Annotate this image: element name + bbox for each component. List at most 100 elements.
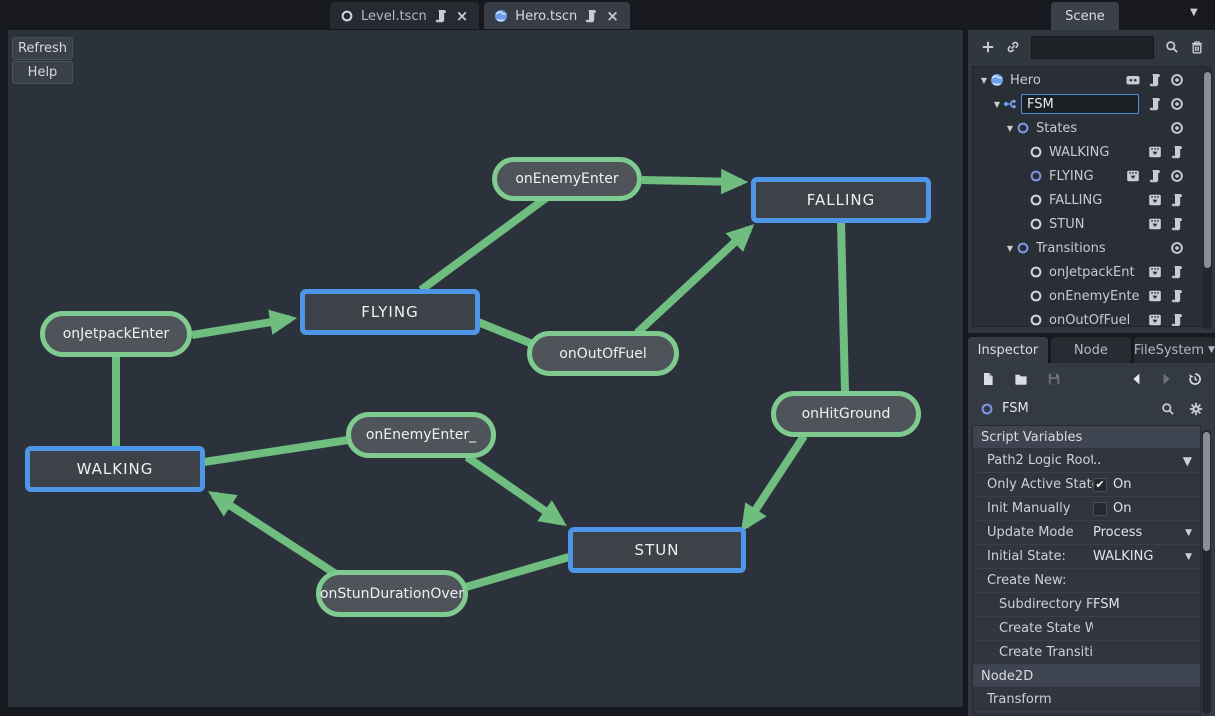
history-forward-icon[interactable]	[1159, 372, 1173, 386]
node-node-icon	[1029, 217, 1043, 231]
collapse-arrow-icon[interactable]: ▼	[993, 99, 1001, 109]
tab-filesystem[interactable]: FileSystem▼	[1133, 337, 1215, 363]
checkbox-checked[interactable]: ✔	[1093, 477, 1107, 492]
node-node-icon	[1029, 289, 1043, 303]
load-resource-icon[interactable]	[1014, 372, 1028, 386]
inspector-scrollbar[interactable]	[1202, 430, 1211, 714]
add-node-icon[interactable]	[981, 40, 995, 54]
save-resource-icon[interactable]	[1047, 372, 1061, 386]
script-icon[interactable]	[1170, 313, 1184, 326]
scrollbar-thumb[interactable]	[1203, 432, 1210, 551]
property-label: Update Mode	[987, 525, 1074, 540]
close-icon[interactable]: ×	[606, 7, 619, 25]
scene-tree-row-fsm[interactable]: ▼	[973, 92, 1210, 116]
section-header-script-variables[interactable]: Script Variables	[973, 426, 1200, 449]
clapper-icon[interactable]	[1148, 289, 1162, 303]
tab-scene[interactable]: Scene	[1051, 2, 1119, 30]
edge-STUN-to-onStunDurationOver	[464, 553, 571, 591]
scene-tree-row-states[interactable]: ▼States	[973, 116, 1210, 140]
tab-inspector[interactable]: Inspector	[968, 337, 1048, 363]
dropdown-arrow-icon[interactable]: ▼	[1185, 527, 1192, 538]
panel-menu-icon[interactable]: ▼	[1190, 7, 1198, 18]
scene-tab-level-tscn[interactable]: Level.tscn×	[330, 2, 480, 30]
script-icon[interactable]	[1170, 145, 1184, 159]
close-icon[interactable]: ×	[455, 7, 469, 25]
scene-tree-row-hero[interactable]: ▼Hero	[973, 68, 1210, 92]
scene-tree-row-stun[interactable]: STUN	[973, 212, 1210, 236]
script-icon[interactable]	[584, 9, 598, 23]
instance-scene-icon[interactable]	[1006, 40, 1020, 54]
clapper-icon[interactable]	[1148, 265, 1162, 279]
scene-tree[interactable]: ▼Hero▼▼StatesWALKINGFLYINGFALLINGSTUN▼Tr…	[972, 66, 1211, 327]
property-value[interactable]: Process	[1093, 525, 1143, 540]
scene-tree-row-onjetpackent[interactable]: onJetpackEnt	[973, 260, 1210, 284]
collapse-arrow-icon[interactable]: ▼	[1006, 243, 1014, 253]
transition-node-onhitground[interactable]: onHitGround	[771, 391, 921, 437]
help-button[interactable]: Help	[12, 61, 73, 84]
script-icon[interactable]	[1148, 97, 1162, 111]
script-icon[interactable]	[1148, 73, 1162, 87]
visibility-eye-icon[interactable]	[1170, 169, 1184, 183]
property-value[interactable]: WALKING	[1093, 549, 1154, 564]
scene-tree-row-onenemyente[interactable]: onEnemyEnte	[973, 284, 1210, 308]
collapse-arrow-icon[interactable]: ▼	[980, 75, 988, 85]
search-icon[interactable]	[1165, 40, 1179, 54]
fsm-graph-canvas[interactable]: Refresh Help FALLING FLYING WALKING STUN onE…	[8, 30, 963, 707]
node-circle-icon	[340, 9, 354, 23]
visibility-eye-icon[interactable]	[1170, 97, 1184, 111]
script-icon[interactable]	[1170, 217, 1184, 231]
refresh-button[interactable]: Refresh	[12, 37, 73, 60]
script-icon[interactable]	[434, 9, 448, 23]
visibility-eye-icon[interactable]	[1170, 241, 1184, 255]
state-node-walking[interactable]: WALKING	[25, 446, 205, 492]
dropdown-arrow-icon[interactable]: ▼	[1182, 453, 1192, 468]
state-node-stun[interactable]: STUN	[568, 527, 746, 573]
clapper-icon[interactable]	[1126, 169, 1140, 183]
clapper-icon[interactable]	[1148, 145, 1162, 159]
checkbox-unchecked[interactable]	[1093, 501, 1107, 516]
scrollbar-thumb[interactable]	[1204, 72, 1211, 268]
script-icon[interactable]	[1148, 169, 1162, 183]
object-options-gear-icon[interactable]	[1189, 402, 1203, 416]
dropdown-arrow-icon[interactable]: ▼	[1185, 551, 1192, 562]
state-node-flying[interactable]: FLYING	[300, 289, 480, 335]
scene-tree-row-flying[interactable]: FLYING	[973, 164, 1210, 188]
transition-node-onenemyenter[interactable]: onEnemyEnter	[492, 157, 642, 201]
script-icon[interactable]	[1170, 289, 1184, 303]
scene-tree-row-transitions[interactable]: ▼Transitions	[973, 236, 1210, 260]
state-node-falling[interactable]: FALLING	[751, 177, 931, 223]
scene-tree-row-walking[interactable]: WALKING	[973, 140, 1210, 164]
scene-tree-row-falling[interactable]: FALLING	[973, 188, 1210, 212]
property-value[interactable]: ..	[1093, 453, 1102, 468]
transition-node-onstundurationover[interactable]: onStunDurationOver	[316, 570, 468, 617]
clapper-icon[interactable]	[1148, 217, 1162, 231]
collapse-arrow-icon[interactable]: ▼	[1006, 123, 1014, 133]
clapper-icon[interactable]	[1148, 313, 1162, 326]
tab-node[interactable]: Node	[1050, 337, 1131, 363]
trash-icon[interactable]	[1190, 40, 1204, 54]
clapper-icon[interactable]	[1148, 193, 1162, 207]
movie-icon[interactable]	[1126, 73, 1140, 87]
property-value: FSM	[1093, 597, 1120, 612]
property-search-icon[interactable]	[1161, 402, 1175, 416]
scene-filter-input[interactable]	[1031, 35, 1154, 59]
visibility-eye-icon[interactable]	[1170, 73, 1184, 87]
transition-node-onoutoffuel[interactable]: onOutOfFuel	[527, 331, 679, 376]
history-back-icon[interactable]	[1130, 372, 1144, 386]
script-icon[interactable]	[1170, 265, 1184, 279]
transition-node-onenemyenter_[interactable]: onEnemyEnter_	[346, 412, 496, 458]
scene-tab-hero-tscn[interactable]: Hero.tscn×	[484, 2, 630, 30]
node-rename-input[interactable]	[1021, 94, 1139, 114]
scene-tree-scrollbar[interactable]	[1203, 70, 1212, 329]
new-resource-icon[interactable]	[981, 372, 995, 386]
transition-node-onjetpackenter[interactable]: onJetpackEnter	[40, 311, 192, 357]
script-icon[interactable]	[1170, 193, 1184, 207]
scene-tree-row-onoutoffuel[interactable]: onOutOfFuel	[973, 308, 1210, 326]
object-history-icon[interactable]	[1188, 372, 1202, 386]
edge-onJetpackEnter-to-FLYING	[191, 309, 298, 339]
section-header-node2d[interactable]: Node2D	[973, 665, 1200, 688]
visibility-eye-icon[interactable]	[1170, 121, 1184, 135]
property-label: Create New:	[987, 573, 1067, 588]
